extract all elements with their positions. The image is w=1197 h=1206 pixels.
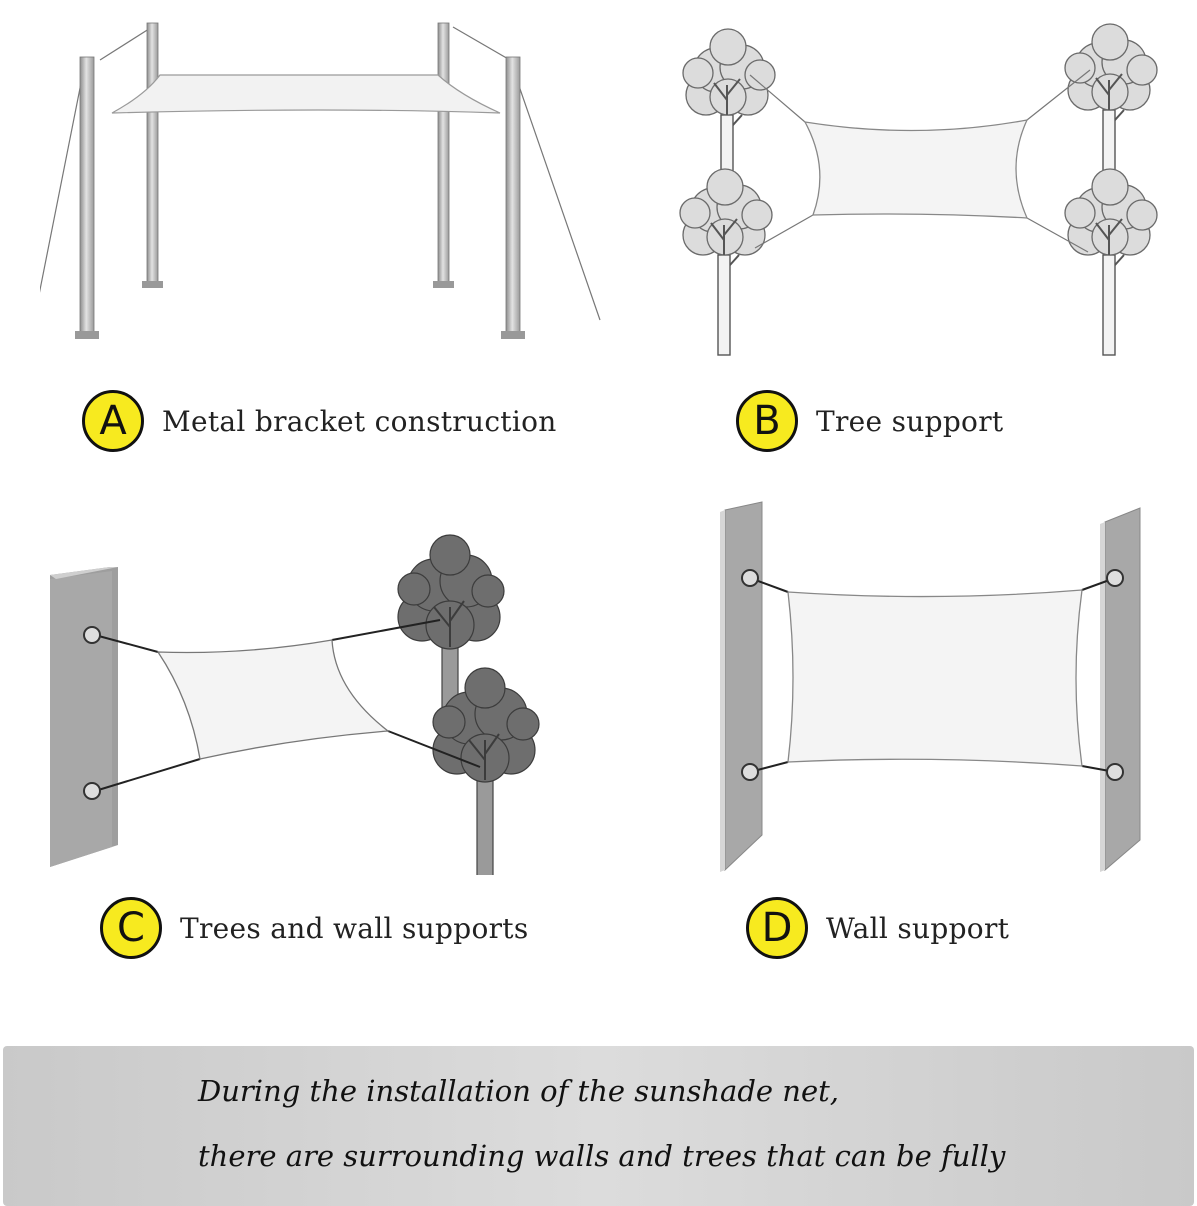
caption-b-text: Tree support (816, 404, 1004, 438)
caption-a: A Metal bracket construction (82, 390, 557, 452)
note-line-1: During the installation of the sunshade … (198, 1074, 840, 1108)
four-trees-shade-illustration (679, 23, 1158, 356)
two-walls-shade-illustration (720, 501, 1141, 872)
caption-c: C Trees and wall supports (100, 897, 529, 959)
caption-a-text: Metal bracket construction (162, 404, 557, 438)
wall-and-trees-shade-illustration (50, 534, 540, 875)
caption-d: D Wall support (746, 897, 1009, 959)
installation-note-box: During the installation of the sunshade … (3, 1046, 1194, 1206)
panel-d-illustration (720, 500, 1160, 875)
badge-b: B (736, 390, 798, 452)
metal-posts-shade-illustration (40, 22, 601, 339)
caption-d-text: Wall support (826, 911, 1010, 945)
panel-b-illustration (670, 0, 1170, 360)
panel-c-illustration (50, 495, 570, 875)
badge-a: A (82, 390, 144, 452)
caption-c-text: Trees and wall supports (180, 911, 529, 945)
note-line-2: there are surrounding walls and trees th… (198, 1139, 1006, 1173)
caption-b: B Tree support (736, 390, 1003, 452)
badge-c: C (100, 897, 162, 959)
badge-d: D (746, 897, 808, 959)
panel-a-illustration (40, 15, 620, 355)
